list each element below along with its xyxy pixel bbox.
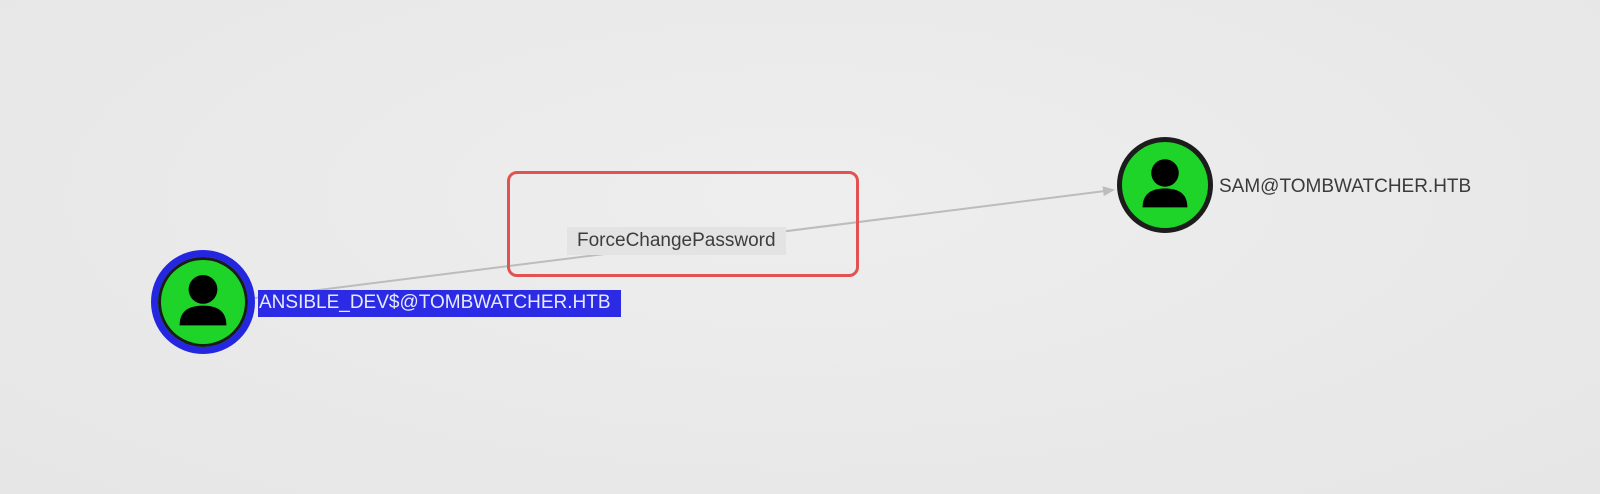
node-sam[interactable] — [1117, 137, 1213, 233]
user-icon — [179, 275, 227, 326]
annotation-highlight-box — [507, 171, 859, 277]
node-label-ansible-dev[interactable]: ANSIBLE_DEV$@TOMBWATCHER.HTB — [258, 290, 621, 317]
edge-label[interactable]: ForceChangePassword — [567, 227, 786, 255]
node-label-sam[interactable]: SAM@TOMBWATCHER.HTB — [1219, 176, 1472, 197]
node-ansible-dev[interactable] — [151, 250, 255, 354]
user-icon — [1142, 159, 1188, 208]
